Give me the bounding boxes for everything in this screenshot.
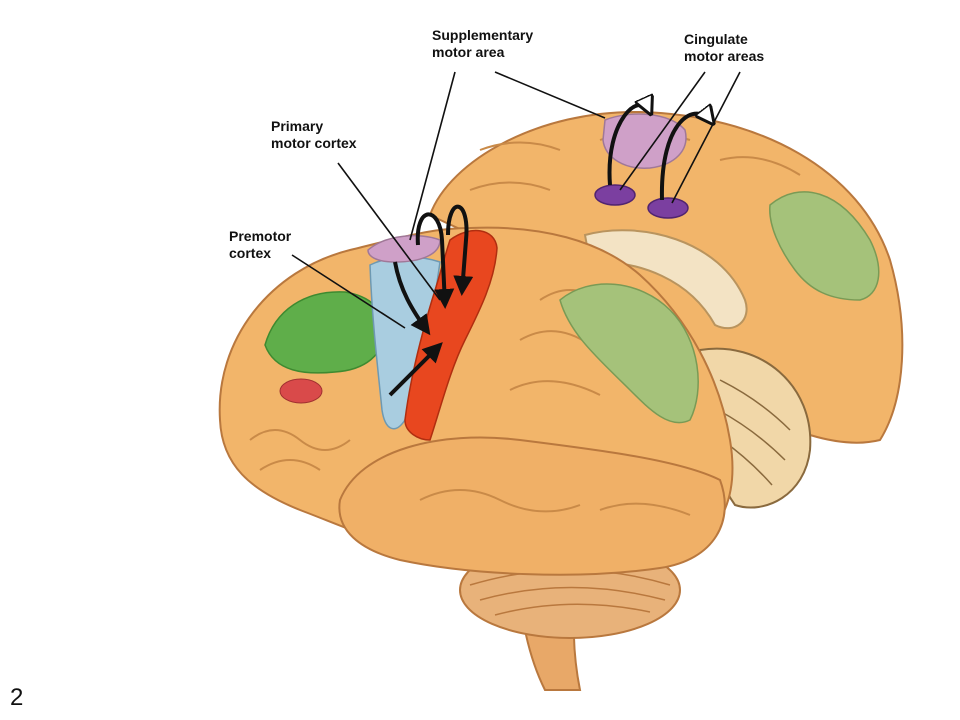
label-line: Cingulate: [684, 31, 748, 47]
label-line: Premotor: [229, 228, 292, 244]
label-line: motor cortex: [271, 135, 357, 151]
leader-lines: [291, 71, 741, 329]
slide-number: 2: [10, 684, 24, 711]
leader-cingulate-2: [671, 71, 741, 204]
label-line: Primary: [271, 118, 324, 134]
leader-supplementary-lateral: [409, 71, 456, 241]
arrow-sma-loop-2: [446, 204, 474, 296]
label-line: cortex: [229, 245, 272, 261]
supplementary-motor-area-medial: [602, 113, 687, 169]
corpus-callosum: [583, 229, 748, 330]
supplementary-motor-area-lateral: [367, 234, 441, 263]
lateral-association-area: [559, 283, 699, 424]
label-cingulate-motor-areas: Cingulate motor areas: [684, 31, 764, 65]
primary-motor-area: [404, 229, 498, 441]
label-line: Supplementary: [432, 27, 534, 43]
small-red-area: [279, 378, 323, 404]
label-line: motor areas: [684, 48, 765, 64]
leader-premotor: [291, 254, 406, 329]
label-premotor-cortex: Premotor cortex: [229, 228, 291, 262]
cingulate-motor-area-2: [647, 197, 689, 219]
label-line: motor area: [432, 44, 505, 60]
arrow-lower-to-m1: [388, 342, 443, 397]
leader-primary-motor: [337, 162, 441, 301]
label-supplementary-motor-area: Supplementary motor area: [432, 27, 533, 61]
cingulate-motor-area-1: [594, 184, 636, 206]
projection-arrows: [388, 105, 712, 397]
arrow-premotor-to-m1: [393, 261, 431, 336]
arrow-sma-loop-1: [415, 212, 455, 309]
label-primary-motor-cortex: Primary motor cortex: [271, 118, 357, 152]
leader-supplementary-medial: [494, 71, 606, 119]
medial-association-area: [769, 191, 880, 301]
arrow-cingulate-loop-1: [607, 105, 650, 186]
temporal-lobe: [338, 436, 726, 576]
leader-cingulate-1: [619, 71, 706, 191]
arrow-cingulate-loop-2: [659, 114, 712, 201]
